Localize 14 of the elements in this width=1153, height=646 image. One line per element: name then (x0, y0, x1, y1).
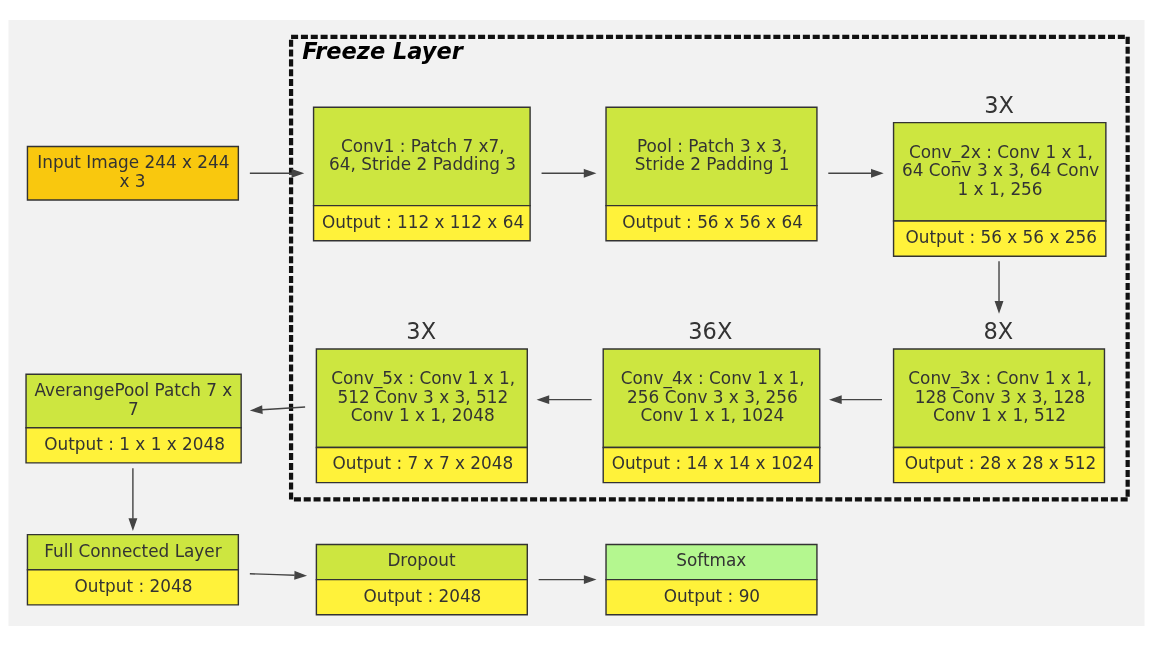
arrow (536, 395, 593, 405)
node-label: 3X (984, 91, 1014, 118)
node-label: 8X (983, 317, 1014, 344)
arrow (128, 467, 138, 531)
arrow (537, 575, 597, 585)
node-label: 3X (406, 317, 437, 344)
arrow (829, 395, 883, 405)
arrow (827, 168, 884, 178)
arrow (249, 570, 308, 580)
arrow (994, 260, 1004, 314)
arrow (540, 168, 597, 178)
node-label: 36X (688, 317, 733, 344)
arrow (249, 405, 306, 415)
arrow (249, 168, 305, 178)
